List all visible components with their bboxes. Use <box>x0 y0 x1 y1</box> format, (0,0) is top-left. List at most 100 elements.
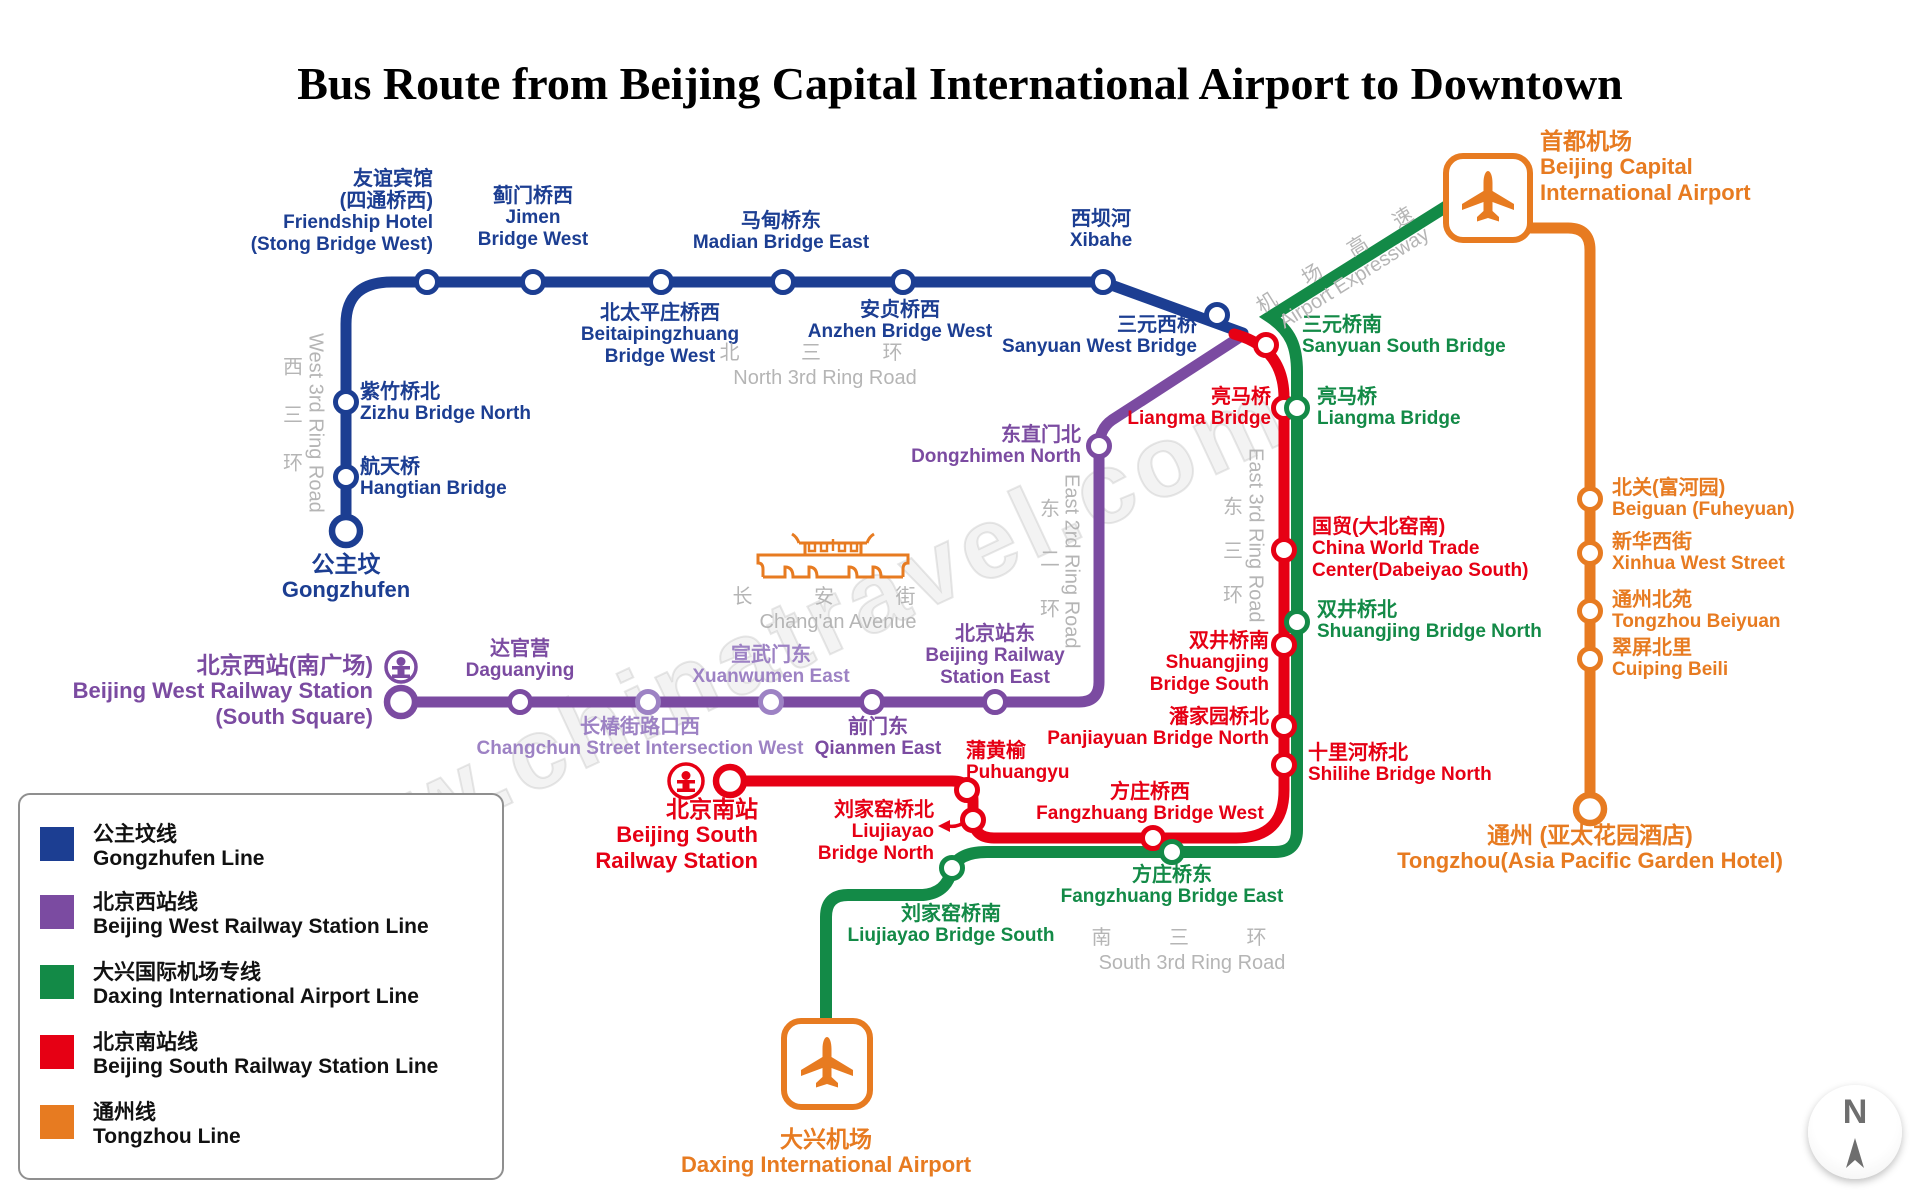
station-beijing-railway-station-east <box>982 689 1008 715</box>
station-beijing-west-terminal <box>383 684 419 720</box>
station-beijing-south-terminal <box>712 763 748 799</box>
east-2rd-ring-road-en: East 2rd Ring Road <box>1060 474 1083 649</box>
station-tongzhou-terminal <box>1572 791 1608 827</box>
station-dongzhimen-north <box>1086 433 1112 459</box>
station-liangma-bridge-green <box>1284 395 1310 421</box>
station-xuanwumen-east <box>758 689 784 715</box>
station-panjiayuan-bridge-north <box>1271 713 1297 739</box>
station-shilihe-bridge-north <box>1271 752 1297 778</box>
station-zizhu-bridge-north <box>333 389 359 415</box>
station-jimen-bridge-west <box>520 269 546 295</box>
legend-swatch-purple <box>40 895 74 929</box>
station-shuangjing-bridge-north <box>1284 609 1310 635</box>
west-3rd-ring-road-zh: 西三环 <box>279 356 302 500</box>
station-shuangjing-bridge-south <box>1271 632 1297 658</box>
compass: N <box>1808 1085 1902 1179</box>
station-friendship-hotel <box>414 269 440 295</box>
tiananmen-icon <box>756 532 910 579</box>
station-sanyuan-west-bridge <box>1204 302 1230 328</box>
station-beiguan-fuheyuan <box>1577 486 1603 512</box>
west-3rd-ring-road-en: West 3rd Ring Road <box>304 333 327 513</box>
station-liujiayao-bridge-south <box>939 855 965 881</box>
compass-needle-icon <box>1846 1138 1864 1168</box>
gongzhufen-line <box>340 276 1249 523</box>
legend-swatch-green <box>40 965 74 999</box>
station-qianmen-east <box>859 689 885 715</box>
station-xibahe <box>1090 269 1116 295</box>
station-tongzhou-beiyuan <box>1577 598 1603 624</box>
daxing-international-airport-line <box>820 200 1453 1026</box>
station-liujiayao-bridge-north <box>960 807 986 833</box>
east-3rd-ring-road-zh: 东三环 <box>1219 496 1242 628</box>
legend-swatch-orange <box>40 1105 74 1139</box>
compass-north-label: N <box>1842 1093 1868 1131</box>
station-hangtian-bridge <box>333 464 359 490</box>
beijing-west-railway-station-label: 北京西站(南广场)Beijing West Railway Station(So… <box>72 652 373 729</box>
station-fangzhuang-bridge-west <box>1140 825 1166 851</box>
tongzhou-line <box>1525 222 1596 803</box>
station-cuiping-beili <box>1577 646 1603 672</box>
station-china-world-trade-center <box>1271 537 1297 563</box>
capital-airport-icon <box>1443 153 1533 243</box>
station-fangzhuang-bridge-east <box>1159 839 1185 865</box>
station-madian-bridge-east <box>770 269 796 295</box>
station-xinhua-west-street <box>1577 540 1603 566</box>
friendship-hotel-label: 友谊宾馆(四通桥西)Friendship Hotel(Stong Bridge … <box>250 168 433 255</box>
station-sanyuan-south-bridge <box>1253 332 1279 358</box>
daxing-airport-icon <box>781 1018 873 1110</box>
beiguan-fuheyuan-label: 北关(富河园)Beiguan (Fuheyuan) <box>1612 477 1795 520</box>
station-daguanying <box>507 689 533 715</box>
station-puhuangyu <box>954 777 980 803</box>
station-anzhen-bridge-west <box>890 269 916 295</box>
beijing-west-railway-icon <box>384 650 418 684</box>
legend-swatch-blue <box>40 827 74 861</box>
tongzhou-terminal-label: 通州 (亚太花园酒店)Tongzhou(Asia Pacific Garden … <box>1397 822 1783 873</box>
station-beitaipingzhuang <box>648 269 674 295</box>
page-title: Bus Route from Beijing Capital Internati… <box>297 57 1623 109</box>
station-changchun-street <box>635 689 661 715</box>
